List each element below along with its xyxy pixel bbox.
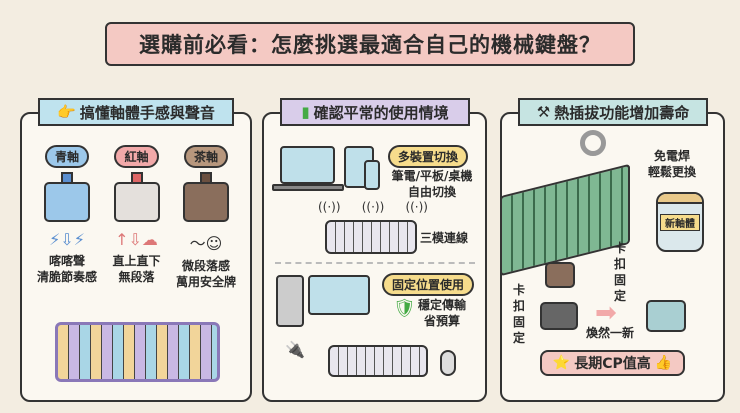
down-arrow-icon: ⚡⇩⚡ bbox=[49, 230, 85, 249]
up-down-arrow-icon: ↑⇩☁ bbox=[115, 230, 158, 249]
laptop-icon bbox=[280, 146, 335, 184]
phone-icon bbox=[364, 160, 380, 190]
wired-keyboard bbox=[328, 345, 428, 377]
socket-icon bbox=[540, 302, 578, 330]
tools-icon: ⚒ bbox=[536, 103, 551, 121]
red-switch-icon bbox=[113, 172, 160, 222]
brown-switch-icon bbox=[183, 172, 229, 222]
page-title: 選購前必看：怎麼挑選最適合自己的機械鍵盤？ bbox=[105, 22, 635, 66]
wireless-keyboard bbox=[325, 220, 417, 254]
monitor-icon bbox=[308, 275, 370, 315]
blue-switch-icon bbox=[44, 172, 90, 222]
switch-blue: 青軸 ⚡⇩⚡ 喀喀聲清脆節奏感 bbox=[34, 145, 100, 290]
star-medal-icon: ⭐ bbox=[552, 355, 571, 371]
desktop-tower-icon bbox=[276, 275, 304, 327]
panel-header-usage: ▮確認平常的使用情境 bbox=[280, 98, 470, 126]
panel-header-hotswap: ⚒熱插拔功能增加壽命 bbox=[518, 98, 708, 126]
mouse-icon bbox=[440, 350, 456, 376]
panel-header-switches: 👉搞懂軸體手感與聲音 bbox=[38, 98, 234, 126]
value-badge: ⭐長期CP值高👍 bbox=[540, 350, 685, 376]
new-switch-icon bbox=[646, 300, 686, 332]
switch-list: 青軸 ⚡⇩⚡ 喀喀聲清脆節奏感 紅軸 ↑⇩☁ 直上直下無段落 茶軸 〜☺ 微段落… bbox=[34, 145, 239, 290]
keyboard-illustration bbox=[55, 322, 220, 382]
wave-smile-icon: 〜☺ bbox=[189, 234, 223, 253]
switch-jar-icon: 新軸體 bbox=[656, 192, 704, 252]
switch-red: 紅軸 ↑⇩☁ 直上直下無段落 bbox=[104, 145, 170, 290]
thumbs-up-icon: 👍 bbox=[654, 355, 673, 371]
divider bbox=[275, 262, 475, 264]
battery-icon: ▮ bbox=[301, 103, 310, 121]
shield-check-icon: 🛡 bbox=[393, 298, 416, 319]
pointing-hand-icon: 👉 bbox=[57, 103, 76, 121]
plug-icon: 🔌 bbox=[285, 340, 305, 359]
switch-puller-icon bbox=[580, 130, 606, 156]
wifi-icon: ((·))((·))((·)) bbox=[318, 200, 428, 214]
switch-brown: 茶軸 〜☺ 微段落感萬用安全牌 bbox=[173, 145, 239, 290]
right-arrow-icon: ➡ bbox=[595, 298, 617, 328]
brown-switch-icon bbox=[545, 262, 575, 288]
